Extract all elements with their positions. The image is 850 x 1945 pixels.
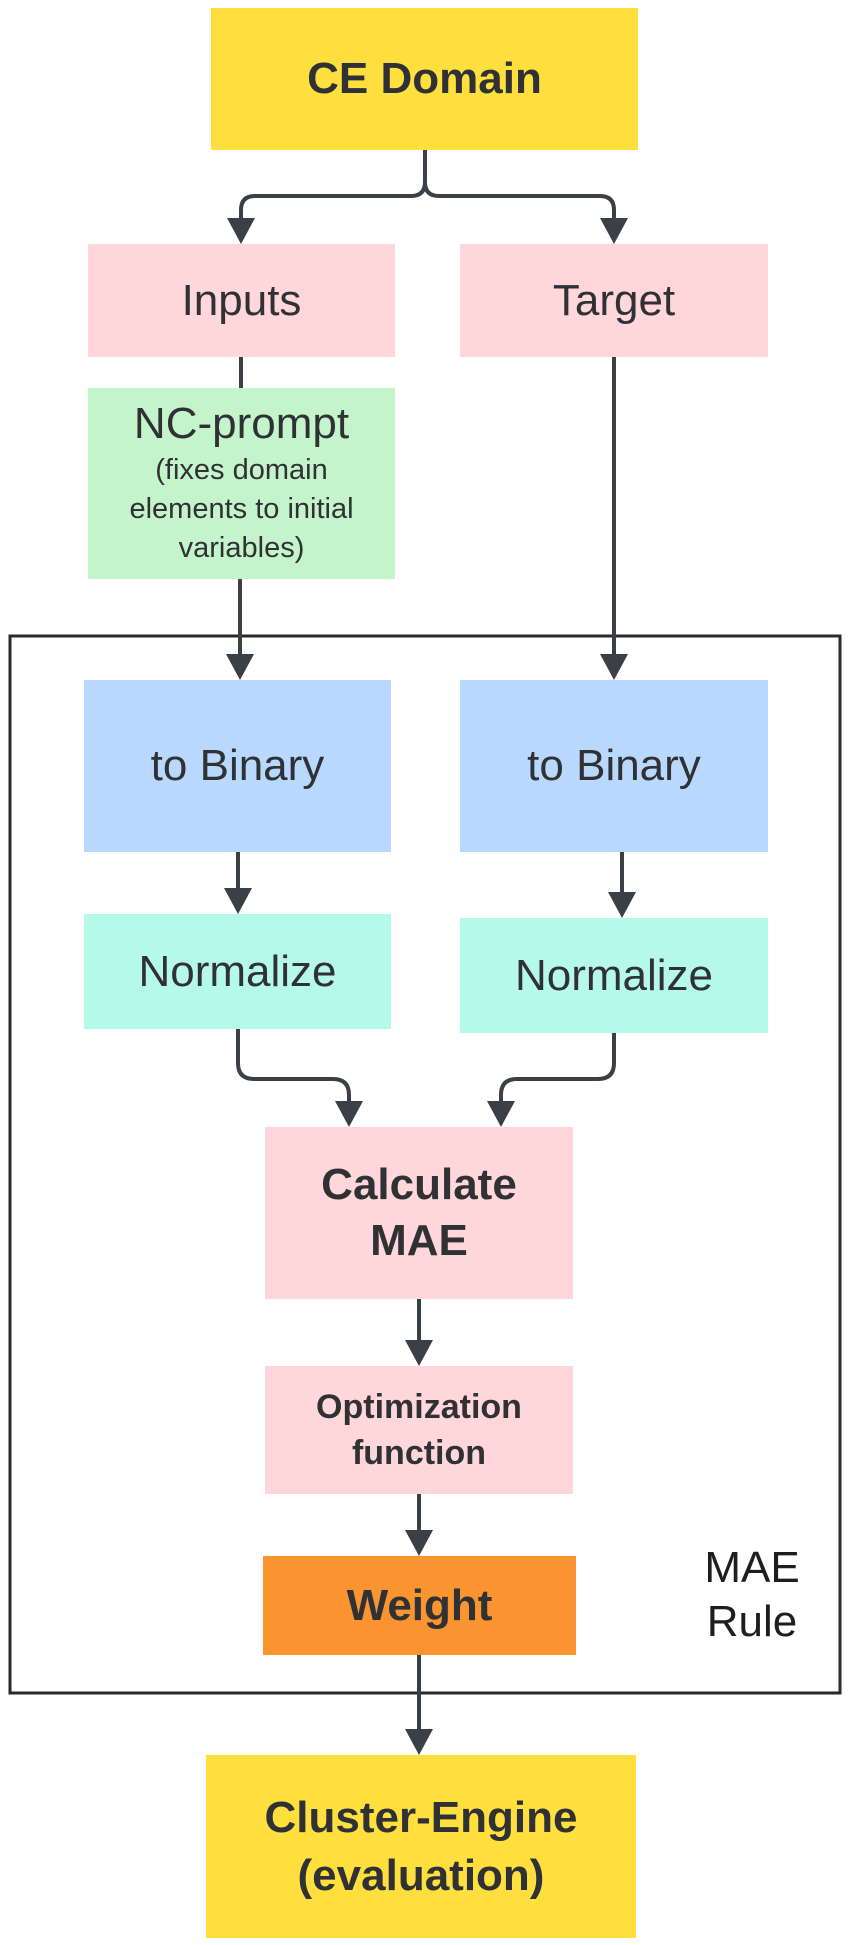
arrowhead-binary-left [226, 654, 254, 680]
target-label: Target [552, 275, 676, 325]
normalize-inputs-label: Normalize [138, 946, 337, 996]
arrowhead-target [600, 218, 628, 244]
normalize-target-node: Normalize [460, 918, 768, 1033]
cluster-engine-node: Cluster-Engine (evaluation) [206, 1755, 636, 1938]
optimization-label-line: Optimization [316, 1388, 522, 1426]
arrow-normalize-right-to-mae [499, 1033, 616, 1105]
nc-prompt-description-line: (fixes domain [155, 454, 328, 486]
nc-prompt-title: NC-prompt [133, 399, 350, 448]
inputs-label: Inputs [181, 275, 302, 325]
calculate-mae-node: Calculate MAE [265, 1127, 573, 1299]
to-binary-inputs-node: to Binary [84, 680, 391, 852]
optimization-function-node: Optimization function [265, 1366, 573, 1494]
inputs-node: Inputs [88, 244, 395, 357]
arrow-ce-domain-to-inputs [239, 150, 427, 222]
arrowhead-cluster-engine [405, 1729, 433, 1755]
to-binary-target-label: to Binary [527, 741, 701, 790]
mae-rule-label-line: Rule [706, 1597, 798, 1646]
calculate-mae-label-line: Calculate [321, 1160, 517, 1209]
arrowhead-normalize-right [608, 892, 636, 918]
normalize-target-label: Normalize [514, 950, 714, 1000]
weight-label: Weight [346, 1580, 493, 1630]
ce-domain-label: CE Domain [307, 54, 542, 103]
nc-prompt-description-line: elements to initial [129, 493, 354, 525]
mae-rule-frame [8, 634, 842, 1695]
mae-rule-frame-label: MAE Rule [672, 1541, 832, 1649]
weight-node: Weight [263, 1556, 576, 1655]
optimization-label-line: function [351, 1434, 487, 1472]
calculate-mae-label-line: MAE [370, 1216, 468, 1265]
normalize-inputs-node: Normalize [84, 914, 391, 1029]
arrowhead-inputs [227, 218, 255, 244]
arrow-normalize-left-to-mae [236, 1029, 351, 1105]
ce-domain-node: CE Domain [211, 8, 638, 150]
cluster-engine-label-line: (evaluation) [297, 1850, 545, 1900]
nc-prompt-description: (fixes domain elements to initial variab… [129, 451, 353, 568]
mae-rule-label-line: MAE [704, 1543, 800, 1592]
to-binary-target-node: to Binary [460, 680, 768, 852]
to-binary-inputs-label: to Binary [150, 741, 325, 790]
arrow-ce-domain-to-target [423, 150, 616, 222]
arrowhead-weight [405, 1530, 433, 1556]
arrowhead-normalize-left [224, 888, 252, 914]
arrowhead-mae-left [335, 1101, 363, 1127]
nc-prompt-description-line: variables) [178, 532, 305, 564]
nc-prompt-node: NC-prompt (fixes domain elements to init… [88, 388, 395, 579]
arrowhead-optimization [405, 1340, 433, 1366]
target-node: Target [460, 244, 768, 357]
arrowhead-mae-right [487, 1101, 515, 1127]
arrowhead-binary-right [600, 654, 628, 680]
cluster-engine-label-line: Cluster-Engine [264, 1792, 578, 1842]
